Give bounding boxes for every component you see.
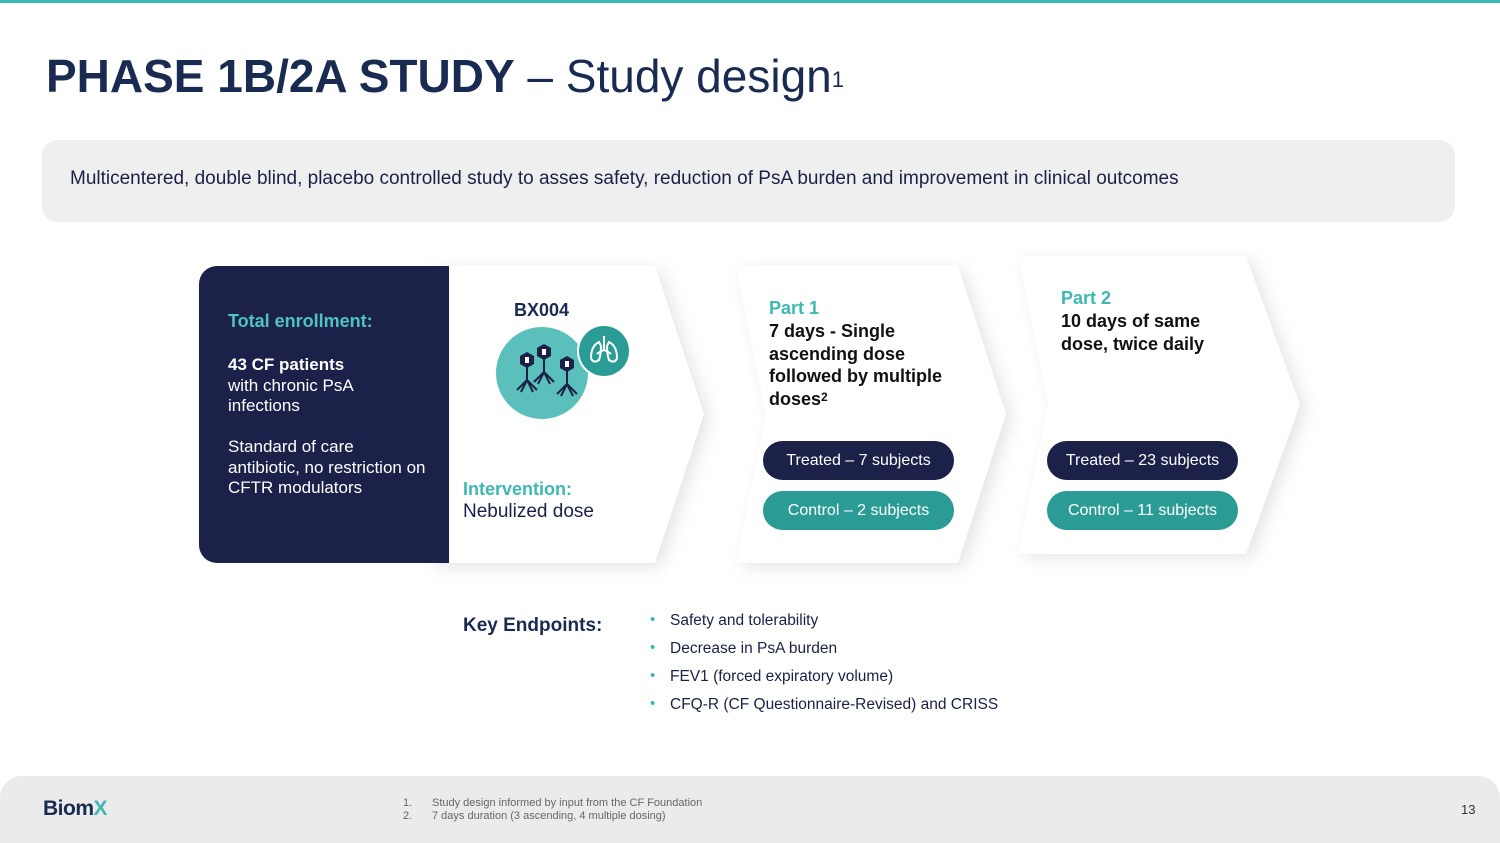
page-number: 13: [1461, 802, 1476, 817]
footnote: 2. 7 days duration (3 ascending, 4 multip…: [403, 810, 702, 823]
list-item: • Decrease in PsA burden: [650, 639, 998, 668]
top-accent-line: [0, 0, 1500, 3]
part1-treated-pill: Treated – 7 subjects: [763, 441, 954, 480]
list-item: • CFQ-R (CF Questionnaire-Revised) and CR…: [650, 695, 999, 724]
enrollment-patients: 43 CF patients with chronic PsA infectio…: [228, 355, 418, 417]
footnote: 1. Study design informed by input from th…: [403, 797, 702, 810]
enrollment-care: Standard of care antibiotic, no restrict…: [228, 437, 426, 497]
footnotes: 1. Study design informed by input from th…: [403, 797, 702, 823]
logo-x: X: [93, 797, 108, 820]
intervention-chevron: [429, 266, 709, 563]
part2-control-pill: Control – 11 subjects: [1047, 491, 1238, 530]
part1-heading: Part 1: [769, 298, 820, 318]
summary-banner: Multicentered, double blind, placebo con…: [42, 140, 1455, 222]
endpoints-list: • Safety and tolerability • Decrease in Ps…: [650, 611, 999, 724]
bullet-icon: •: [650, 667, 656, 684]
enrollment-box: Total enrollment: 43 CF patients with ch…: [199, 266, 449, 563]
enrollment-patients-detail: with chronic PsA infections: [228, 375, 353, 416]
title-light: – Study design: [527, 50, 832, 102]
intervention-text: Nebulized dose: [463, 501, 594, 522]
part1-control-pill: Control – 2 subjects: [763, 491, 954, 530]
logo-text: Biom: [43, 797, 94, 820]
footnote-text: Study design informed by input from the …: [432, 797, 703, 809]
title-footnote-ref: 1: [831, 67, 844, 92]
product-name: BX004: [514, 300, 570, 320]
phage-cluster-icon: [496, 327, 588, 419]
summary-text: Multicentered, double blind, placebo con…: [70, 168, 1179, 189]
part2-heading: Part 2: [1061, 288, 1112, 308]
intervention-heading: Intervention:: [463, 479, 573, 499]
enrollment-heading: Total enrollment:: [228, 311, 373, 331]
enrollment-patients-count: 43 CF patients: [228, 355, 345, 374]
list-item: • Safety and tolerability: [650, 611, 998, 640]
page-title: PHASE 1B/2A STUDY – Study design1: [46, 48, 844, 104]
list-item: • FEV1 (forced expiratory volume): [650, 667, 998, 696]
endpoints-heading: Key Endpoints:: [463, 615, 603, 636]
endpoint-text: Decrease in PsA burden: [670, 640, 838, 657]
bullet-icon: •: [650, 611, 656, 628]
footer-bar: [0, 776, 1500, 843]
footnote-number: 1.: [403, 797, 413, 809]
endpoint-text: FEV1 (forced expiratory volume): [670, 668, 894, 685]
intervention-illustration: [495, 324, 635, 420]
footnote-number: 2.: [403, 810, 413, 822]
bullet-icon: •: [650, 695, 656, 712]
part1-footnote-ref: 2: [821, 389, 828, 404]
company-logo: BiomX: [43, 797, 107, 821]
footnote-text: 7 days duration (3 ascending, 4 multiple…: [432, 810, 666, 822]
endpoint-text: CFQ-R (CF Questionnaire-Revised) and CRI…: [670, 696, 999, 713]
title-bold: PHASE 1B/2A STUDY: [46, 50, 515, 102]
part1-chevron: [736, 266, 1016, 563]
part2-treated-pill: Treated – 23 subjects: [1047, 441, 1238, 480]
endpoint-text: Safety and tolerability: [670, 612, 819, 629]
bullet-icon: •: [650, 639, 656, 656]
lungs-icon: [577, 324, 631, 378]
part1-description-text: 7 days - Single ascending dose followed …: [769, 321, 943, 409]
part1-description: 7 days - Single ascending dose followed …: [769, 320, 969, 410]
part2-description: 10 days of same dose, twice daily: [1061, 311, 1205, 354]
